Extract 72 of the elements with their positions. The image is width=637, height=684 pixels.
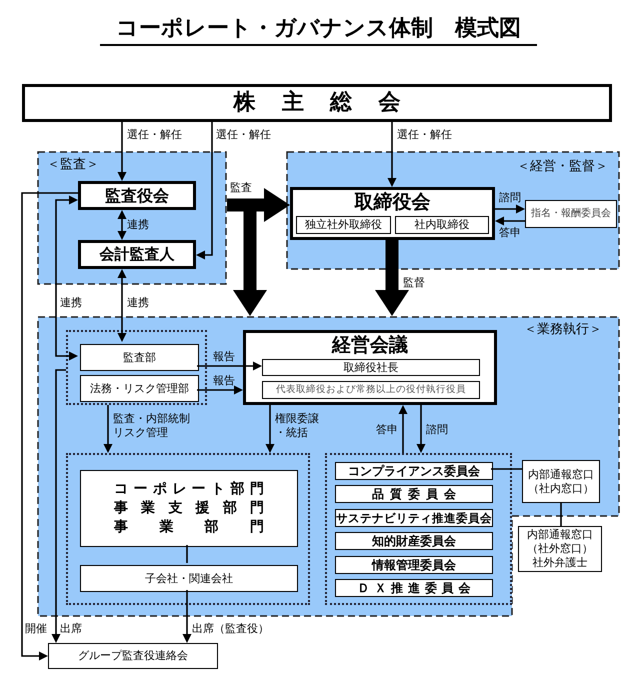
arrow (21, 192, 78, 660)
edge-label: 選任・解任 (216, 128, 271, 142)
edge-label: 報告 (213, 374, 235, 388)
department-box: 法務・リスク管理部 (80, 375, 199, 402)
diagram-title: コーポレート・ガバナンス体制 模式図 (100, 14, 537, 46)
box-title: 経営会議 (330, 334, 409, 356)
liaison-box: グループ監査役連絡会 (48, 643, 218, 669)
division-box: コーポレート部門 事業支援部門 事業部門 (80, 470, 298, 547)
section-heading: ＜業務執行＞ (524, 321, 602, 339)
arrow (182, 590, 192, 643)
assembly-box: 株主総会 (22, 84, 612, 122)
section-heading: ＜経営・監督＞ (517, 158, 608, 176)
arrow (388, 122, 396, 187)
arrow (398, 405, 408, 453)
group-panel (66, 330, 207, 405)
department-box: 監査部 (80, 344, 199, 371)
edge-label: 出席 (60, 622, 82, 636)
committee-box: 情報管理委員会 (335, 556, 493, 574)
edge-label: 選任・解任 (397, 128, 452, 142)
arrow (52, 369, 66, 643)
edge-label: 連携 (60, 296, 82, 310)
arrow (495, 216, 525, 226)
member-box: 代表取締役および常務以上の役付執行役員 (262, 381, 480, 399)
board-box (290, 187, 495, 240)
committee-box: 指名・報酬委員会 (525, 200, 617, 228)
committee-box: コンプライアンス委員会 (335, 462, 493, 480)
arrow (196, 122, 213, 260)
connector-line (186, 545, 188, 563)
arrow (416, 405, 426, 453)
edge-label: 監査・内部統制リスク管理 (113, 412, 191, 440)
group-panel (66, 453, 310, 605)
arrow (118, 269, 126, 342)
edge-label: 答申 (499, 226, 521, 240)
board-box: 監査役会 (78, 181, 196, 210)
member-box: 独立社外取締役 (296, 216, 391, 234)
hotline-box: 内部通報窓口（社内窓口） (522, 460, 600, 503)
thick-arrow (375, 240, 409, 316)
committee-box: サステナビリティ推進委員会 (335, 509, 493, 527)
edge-label: 連携 (127, 218, 149, 232)
arrow (495, 204, 525, 214)
arrow (197, 362, 262, 370)
arrow (55, 196, 78, 360)
subsidiary-box: 子会社・関連会社 (80, 565, 298, 592)
meeting-box (243, 330, 497, 405)
arrow (118, 210, 126, 240)
committee-box: ＤＸ推進委員会 (335, 579, 493, 597)
connector-line (560, 503, 562, 526)
edge-label: 監査 (230, 181, 252, 195)
edge-label: 監督 (403, 276, 425, 290)
arrow (266, 405, 274, 453)
auditor-box: 会計監査人 (78, 240, 196, 269)
edge-label: 答申 (376, 423, 398, 437)
arrow (197, 386, 243, 394)
edge-label: 開催 (25, 622, 47, 636)
edge-label: 諮問 (499, 191, 521, 205)
committee-box: 知的財産委員会 (335, 532, 493, 550)
member-box: 社内取締役 (395, 216, 489, 234)
connector-line (491, 468, 522, 470)
arrow (104, 405, 112, 453)
committee-box: 品質委員会 (335, 485, 493, 503)
member-box: 取締役社長 (262, 359, 480, 376)
edge-label: 選任・解任 (127, 128, 182, 142)
edge-label: 報告 (213, 350, 235, 364)
arrow (118, 122, 126, 181)
hotline-box: 内部通報窓口（社外窓口） 社外弁護士 (518, 526, 602, 572)
edge-label: 連携 (127, 296, 149, 310)
section-heading: ＜監査＞ (47, 156, 99, 174)
edge-label: 諮問 (426, 423, 448, 437)
group-panel (325, 453, 512, 605)
edge-label: 権限委譲・統括 (275, 412, 320, 440)
box-title: 取締役会 (353, 191, 432, 213)
edge-label: 出席（監査役） (192, 622, 269, 636)
